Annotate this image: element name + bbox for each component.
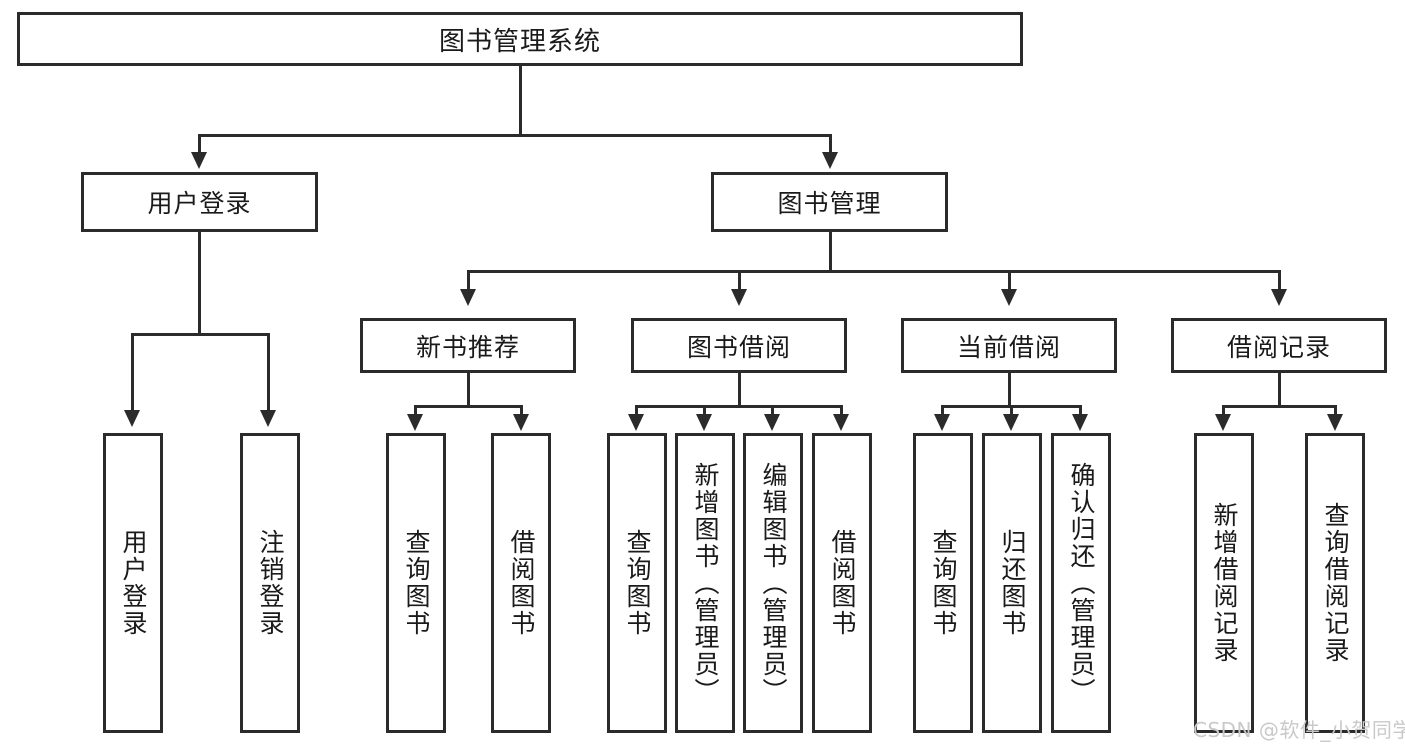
node-label: 注销登录 (256, 529, 285, 637)
connector-user-login-stem (198, 232, 201, 335)
node-label: 借阅图书 (507, 529, 536, 637)
connector-bb-drop-2 (703, 405, 706, 417)
connector-bb-stem (738, 373, 741, 407)
arrowhead-leaf-borrow-book-1 (513, 414, 529, 431)
node-leaf-query-book-2[interactable]: 查询图书 (607, 433, 667, 733)
connector-root-to-user-login (198, 134, 201, 156)
connector-book-manage-stem (829, 232, 832, 272)
arrowhead-leaf-return-book (1003, 414, 1019, 431)
node-leaf-logout-login[interactable]: 注销登录 (240, 433, 300, 733)
node-label: 归还图书 (998, 529, 1027, 637)
arrowhead-leaf-user-login (124, 410, 140, 427)
node-label: 借阅记录 (1226, 332, 1331, 362)
arrowhead-current-borrow (1001, 289, 1017, 306)
arrowhead-leaf-query-book-2 (628, 414, 644, 431)
arrowhead-leaf-query-book-3 (934, 414, 950, 431)
arrowhead-leaf-query-record (1327, 414, 1343, 431)
node-label: 查询借阅记录 (1321, 502, 1350, 664)
node-label: 新增借阅记录 (1210, 502, 1239, 664)
node-label: 查询图书 (402, 529, 431, 637)
arrowhead-leaf-edit-book (764, 414, 780, 431)
connector-bb-drop-4 (840, 405, 843, 417)
connector-nbr-bus (414, 405, 523, 408)
arrowhead-leaf-query-book-1 (407, 414, 423, 431)
connector-bm-drop-4 (1278, 270, 1281, 292)
node-label: 确认归还（管理员） (1067, 461, 1096, 705)
node-root-system[interactable]: 图书管理系统 (17, 12, 1023, 66)
node-label: 编辑图书（管理员） (759, 461, 788, 705)
connector-br-stem (1278, 373, 1281, 407)
node-leaf-borrow-book-2[interactable]: 借阅图书 (812, 433, 872, 733)
connector-user-login-drop-1 (131, 333, 134, 413)
node-label: 借阅图书 (828, 529, 857, 637)
arrowhead-user-login (191, 152, 207, 169)
node-leaf-edit-book[interactable]: 编辑图书（管理员） (743, 433, 803, 733)
connector-book-manage-bus (467, 270, 1281, 273)
node-leaf-add-book[interactable]: 新增图书（管理员） (675, 433, 735, 733)
node-label: 图书管理 (777, 189, 882, 218)
node-user-login[interactable]: 用户登录 (81, 172, 318, 232)
connector-bb-bus (635, 405, 843, 408)
connector-br-drop-2 (1334, 405, 1337, 417)
node-book-borrow[interactable]: 图书借阅 (631, 318, 847, 373)
connector-bm-drop-2 (738, 270, 741, 292)
connector-root-bus (198, 134, 832, 137)
arrowhead-book-manage (822, 152, 838, 169)
node-label: 新书推荐 (415, 332, 520, 362)
node-leaf-query-record[interactable]: 查询借阅记录 (1305, 433, 1365, 733)
connector-cb-drop-1 (941, 405, 944, 417)
node-label: 查询图书 (623, 529, 652, 637)
arrowhead-book-borrow (731, 289, 747, 306)
node-leaf-query-book-3[interactable]: 查询图书 (913, 433, 973, 733)
node-label: 图书借阅 (686, 332, 791, 362)
connector-bb-drop-3 (771, 405, 774, 417)
connector-root-to-book-manage (829, 134, 832, 156)
node-borrow-record[interactable]: 借阅记录 (1171, 318, 1387, 373)
arrowhead-new-book-recommend (460, 289, 476, 306)
arrowhead-leaf-add-record (1215, 414, 1231, 431)
node-leaf-user-login[interactable]: 用户登录 (103, 433, 163, 733)
connector-cb-drop-3 (1079, 405, 1082, 417)
arrowhead-leaf-add-book (696, 414, 712, 431)
connector-user-login-drop-2 (267, 333, 270, 413)
node-label: 当前借阅 (956, 332, 1061, 362)
node-label: 图书管理系统 (438, 26, 601, 57)
connector-nbr-stem (467, 373, 470, 407)
connector-nbr-drop-2 (520, 405, 523, 417)
node-leaf-add-record[interactable]: 新增借阅记录 (1194, 433, 1254, 733)
connector-br-drop-1 (1222, 405, 1225, 417)
connector-cb-drop-2 (1010, 405, 1013, 417)
node-leaf-query-book-1[interactable]: 查询图书 (386, 433, 446, 733)
connector-bm-drop-1 (467, 270, 470, 292)
node-label: 用户登录 (147, 189, 252, 218)
arrowhead-leaf-confirm-return (1072, 414, 1088, 431)
connector-bb-drop-1 (635, 405, 638, 417)
connector-root-stem (519, 66, 522, 136)
node-book-manage[interactable]: 图书管理 (711, 172, 948, 232)
connector-user-login-bus (131, 333, 270, 336)
node-new-book-recommend[interactable]: 新书推荐 (360, 318, 576, 373)
node-label: 用户登录 (119, 529, 148, 637)
node-current-borrow[interactable]: 当前借阅 (901, 318, 1117, 373)
connector-nbr-drop-1 (414, 405, 417, 417)
node-leaf-borrow-book-1[interactable]: 借阅图书 (491, 433, 551, 733)
arrowhead-leaf-logout-login (260, 410, 276, 427)
node-leaf-return-book[interactable]: 归还图书 (982, 433, 1042, 733)
connector-cb-stem (1008, 373, 1011, 407)
connector-br-bus (1222, 405, 1337, 408)
node-label: 新增图书（管理员） (691, 461, 720, 705)
connector-bm-drop-3 (1008, 270, 1011, 292)
node-label: 查询图书 (929, 529, 958, 637)
node-leaf-confirm-return[interactable]: 确认归还（管理员） (1051, 433, 1111, 733)
arrowhead-leaf-borrow-book-2 (833, 414, 849, 431)
arrowhead-borrow-record (1271, 289, 1287, 306)
